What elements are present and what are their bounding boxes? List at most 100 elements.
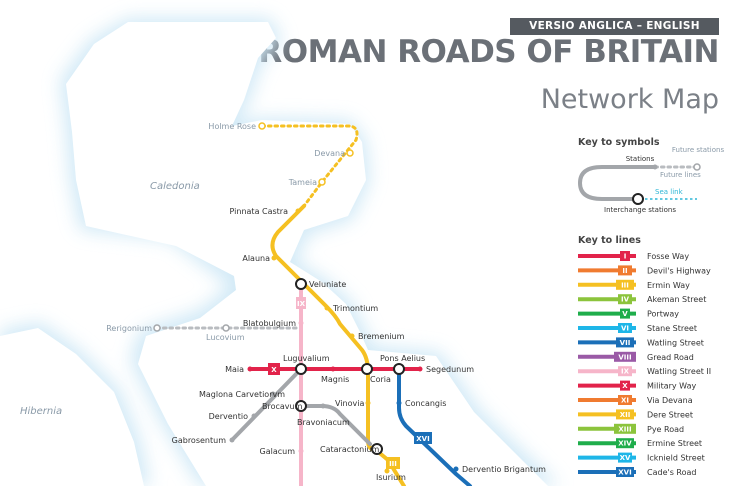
key-line-numeral: V [622,310,628,318]
station-derventio-brigantum[interactable] [453,466,459,472]
station-galacum[interactable] [298,448,304,454]
label-pinnata-castra: Pinnata Castra [230,207,289,216]
key-line-numeral: VII [620,339,631,347]
key-line-badge [618,294,632,305]
station-gabrosentum[interactable] [229,437,235,443]
station-isurium[interactable] [384,468,390,474]
label-pons-aelius: Pons Aelius [380,354,425,363]
station-brocavum[interactable] [295,400,307,412]
station-pons-aelius[interactable] [393,363,405,375]
label-blatobulgium: Blatobulgium [243,319,296,328]
key-future-lines-label: Future lines [660,171,701,179]
station-derventio[interactable] [251,413,257,419]
key-line-badge [618,366,632,377]
line-cades-road [397,367,472,486]
label-rerigonium: Rerigonium [106,324,152,333]
key-line-name: Watling Street II [647,367,711,376]
key-line-name: Via Devana [647,396,693,405]
station-cataractonium[interactable] [371,443,383,455]
label-maglona: Maglona Carvetiorvm [199,390,285,399]
label-alauna: Alauna [242,254,270,263]
key-line-numeral: XII [620,411,631,419]
key-line-badge [620,251,630,261]
svg-text:IX: IX [297,300,306,308]
key-line-badge [620,308,630,319]
future-line-ermin [260,124,359,208]
land [0,22,548,486]
label-derventio-brigantum: Derventio Brigantum [462,465,546,474]
key-line-name: Dere Street [647,410,693,419]
region-hibernia: Hibernia [20,406,62,417]
station-maia[interactable] [247,366,253,372]
station-pinnata-castra[interactable] [295,208,301,214]
key-line-badge [616,409,634,420]
station-veluniate[interactable] [295,278,307,290]
label-magnis: Magnis [321,375,349,384]
key-line-row: IX Watling Street II [578,366,711,377]
station-vinovia[interactable] [365,400,371,406]
key-line-numeral: IX [621,368,630,376]
station-blatobulgium[interactable] [298,320,304,326]
map-title: ROMAN ROADS OF BRITAIN [258,34,719,70]
station-segedunum[interactable] [417,366,423,372]
station-concangis[interactable] [396,400,402,406]
key-line-numeral: XI [621,397,629,405]
station-maglona[interactable] [270,391,276,397]
key-line-name: Ermine Street [647,439,702,448]
key-line-badge [618,395,632,405]
key-future-stations-text: Future stations [672,146,725,154]
key-interchange-label: Interchange stations [604,206,676,214]
station-bravoniacum[interactable] [320,403,326,409]
station-trimontium[interactable] [324,305,330,311]
key-line-badge [614,423,636,434]
station-bremenium[interactable] [349,333,355,339]
svg-text:III: III [389,460,397,468]
key-line-name: Devil's Highway [647,266,711,275]
key-line-badge [614,351,636,362]
key-to-symbols: Key to symbols Stations Future stations … [577,137,725,214]
key-line-numeral: XIV [618,440,632,448]
station-lucovium[interactable] [222,324,230,332]
station-tameia[interactable] [318,178,326,186]
label-cataractonium: Cataractonium [320,445,380,454]
key-line-name: Fosse Way [647,252,689,261]
badge-xvi: XVI [414,432,432,444]
label-luguvalium: Luguvalium [283,354,330,363]
key-line-name: Cade's Road [647,468,696,477]
station-alauna[interactable] [271,255,277,261]
key-line-row: XII Dere Street [578,409,693,420]
key-symbols-title: Key to symbols [578,137,660,148]
line-grey-west [230,367,303,442]
key-line-badge [616,467,634,477]
station-rerigonium[interactable] [153,324,161,332]
station-magnis[interactable] [330,366,336,372]
station-devana[interactable] [346,149,354,157]
key-line-numeral: VI [621,325,629,333]
label-maia: Maia [225,365,244,374]
key-line-name: Pye Road [647,425,684,434]
key-stations-label: Stations [626,155,655,163]
station-luguvalium[interactable] [295,363,307,375]
key-line-badge [618,452,632,463]
station-coria[interactable] [361,363,373,375]
label-gabrosentum: Gabrosentum [172,436,227,445]
key-line-row: II Devil's Highway [578,265,711,276]
station-holme-rose[interactable] [258,122,266,130]
key-line-badge [616,279,634,290]
region-caledonia: Caledonia [150,181,200,192]
label-coria: Coria [370,375,391,384]
key-line-numeral: XV [620,454,631,462]
label-segedunum: Segedunum [426,365,474,374]
label-isurium: Isurium [376,473,406,482]
label-galacum: Galacum [260,447,296,456]
key-line-numeral: II [622,267,627,275]
